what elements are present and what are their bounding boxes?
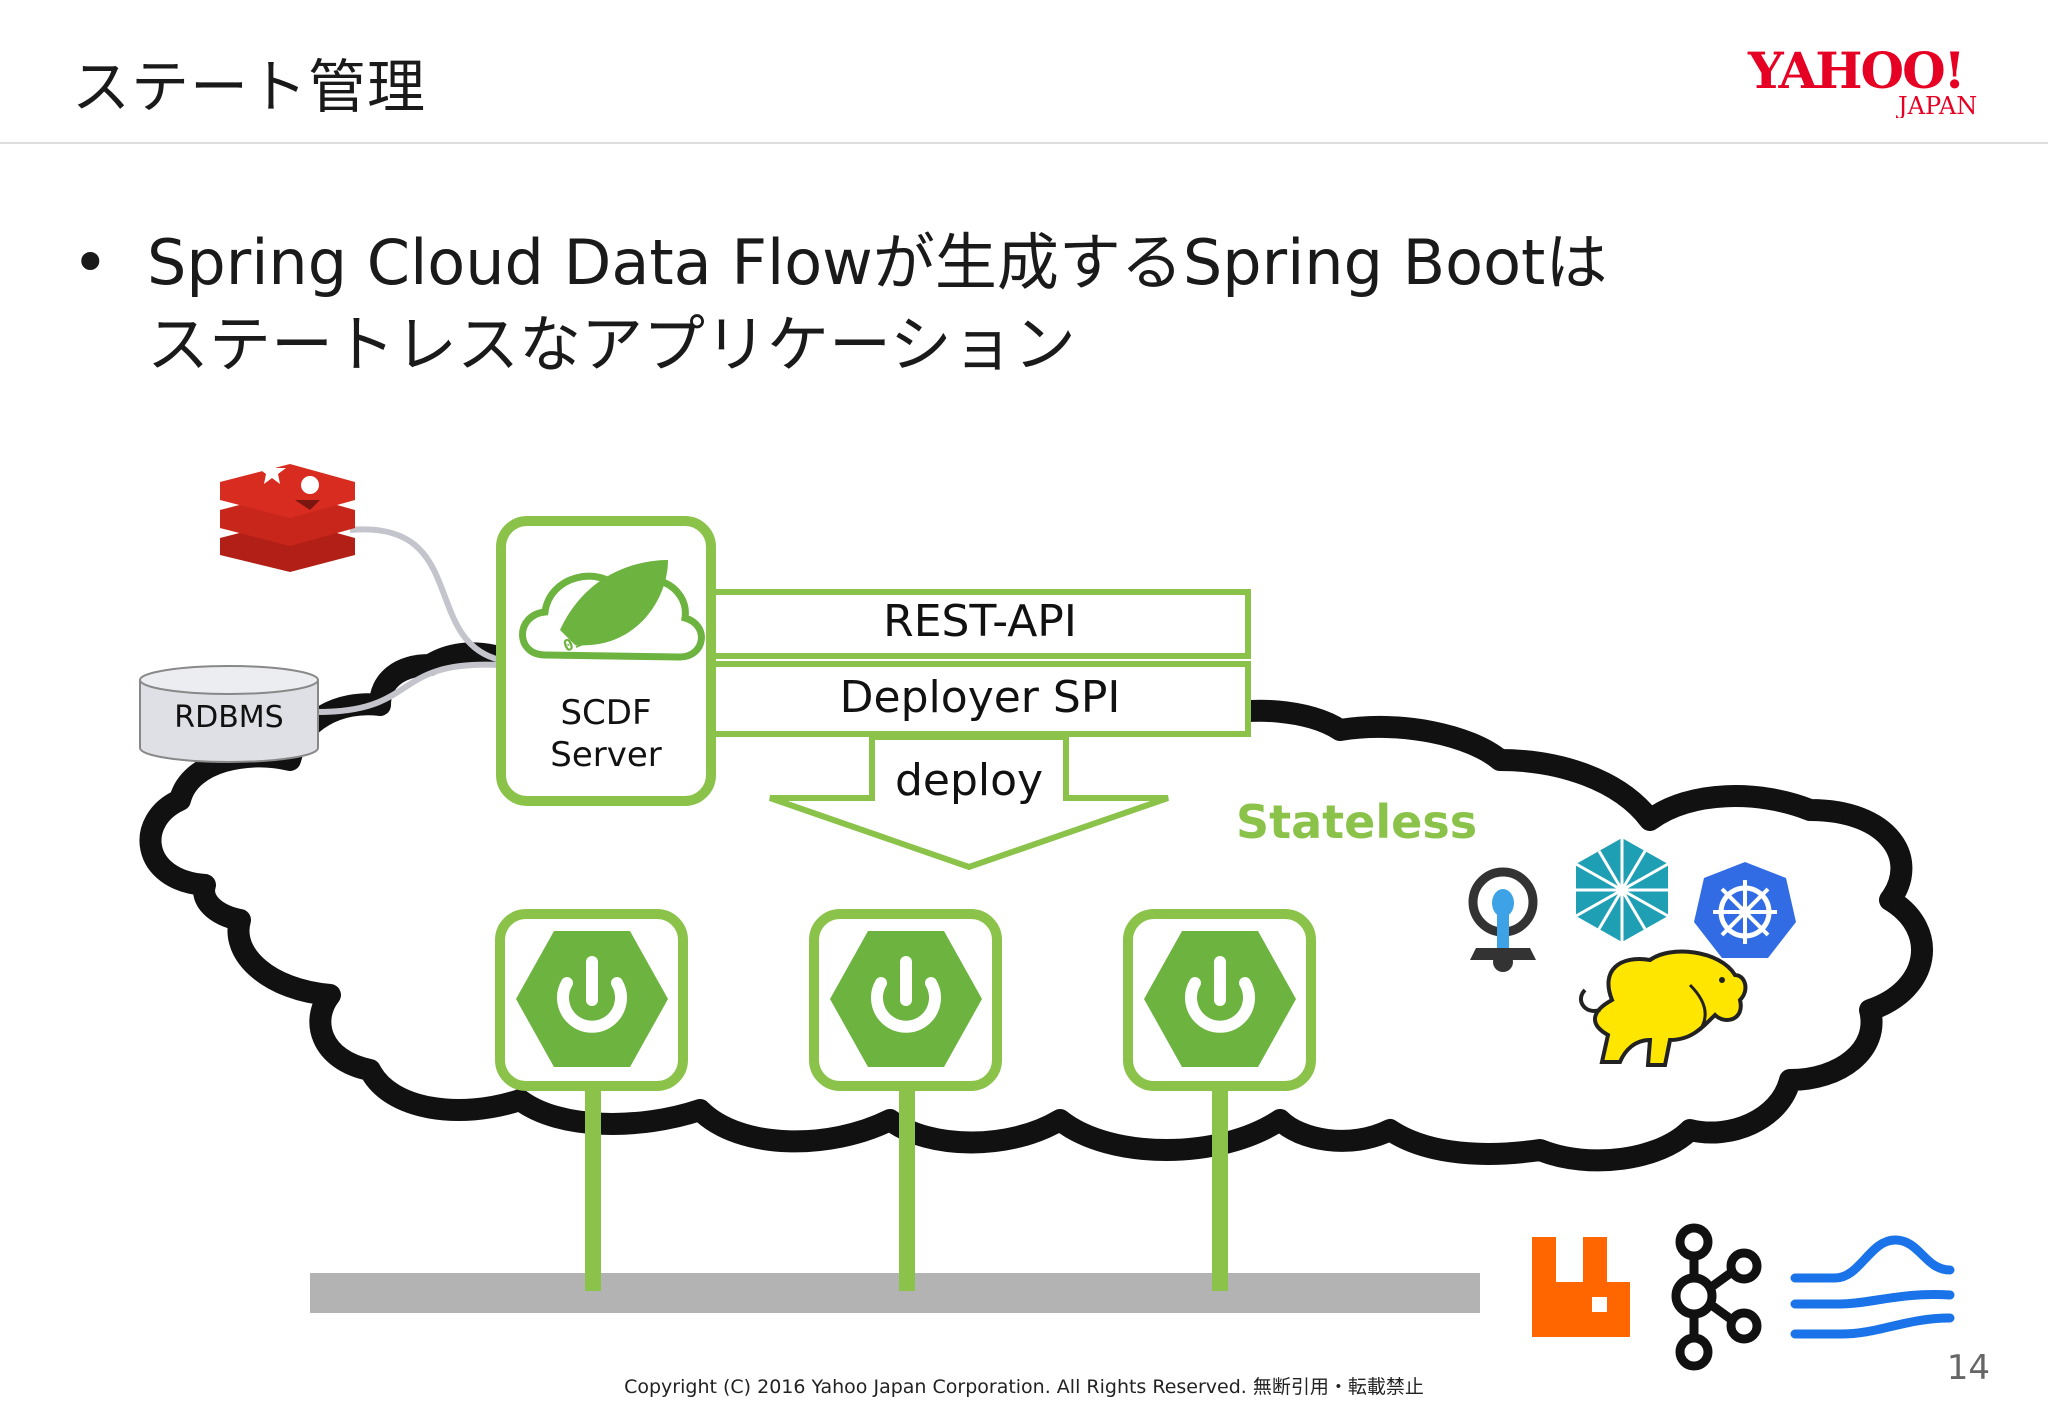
redis-icon	[220, 458, 355, 572]
app-1-stem	[585, 1083, 601, 1291]
stream-wave-icon	[1790, 1235, 1955, 1339]
bullet-item: • Spring Cloud Data Flowが生成するSpring Boot…	[72, 222, 1607, 386]
bullet-marker: •	[72, 226, 109, 299]
scdf-label: SCDF	[560, 693, 651, 733]
scdf-server: 0101100 SCDF Server	[496, 516, 716, 806]
rdbms-database: RDBMS	[139, 665, 319, 763]
mesos-icon	[1575, 838, 1669, 942]
slide-title: ステート管理	[72, 53, 427, 121]
deployer-spi-bar: Deployer SPI	[710, 661, 1251, 737]
svg-text:YAHOO!: YAHOO!	[1747, 41, 1964, 100]
bullet-line-1: Spring Cloud Data Flowが生成するSpring Bootは	[147, 226, 1608, 299]
redis-connector	[349, 526, 501, 663]
yahoo-japan-logo: YAHOO! JAPAN	[1747, 41, 1977, 118]
deploy-arrow: deploy	[769, 734, 1169, 871]
stateless-label: Stateless	[1236, 795, 1477, 849]
deploy-label: deploy	[895, 755, 1043, 806]
rabbitmq-icon	[1532, 1237, 1630, 1337]
bullet-line-2: ステートレスなアプリケーション	[147, 308, 1076, 381]
message-bus	[310, 1273, 1480, 1313]
spring-boot-app-1	[495, 909, 688, 1091]
spring-cloud-icon: 0101100	[519, 560, 705, 661]
hadoop-elephant-icon	[1579, 949, 1748, 1067]
copyright-notice: Copyright (C) 2016 Yahoo Japan Corporati…	[624, 1376, 1424, 1398]
kubernetes-icon	[1694, 862, 1796, 958]
svg-text:JAPAN: JAPAN	[1895, 92, 1977, 118]
rdbms-label: RDBMS	[174, 700, 283, 735]
cloud-foundry-icon	[1468, 867, 1538, 972]
spring-boot-app-2	[809, 909, 1002, 1091]
rdbms-connector	[317, 661, 501, 715]
app-3-stem	[1212, 1083, 1228, 1291]
rest-api-label: REST-API	[883, 596, 1077, 647]
spring-boot-app-3	[1123, 909, 1316, 1091]
kafka-icon	[1671, 1223, 1762, 1371]
rest-api-bar: REST-API	[710, 589, 1251, 659]
title-divider	[0, 142, 2048, 144]
server-label: Server	[550, 735, 662, 775]
page-number: 14	[1946, 1348, 1990, 1388]
app-2-stem	[899, 1083, 915, 1291]
deployer-spi-label: Deployer SPI	[840, 672, 1121, 723]
